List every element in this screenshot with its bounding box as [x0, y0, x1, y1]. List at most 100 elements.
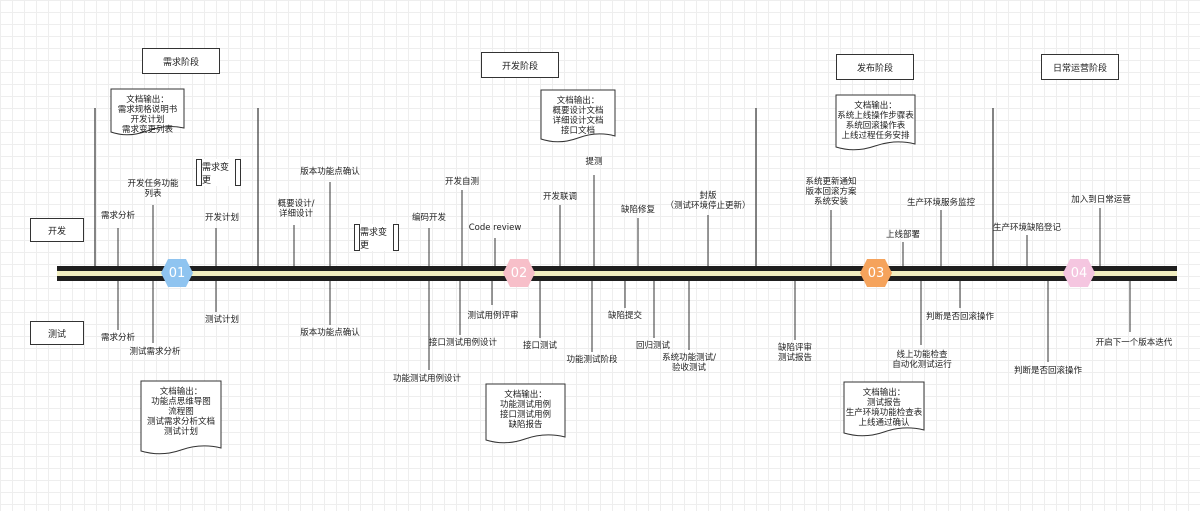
text-line: 文档输出： — [862, 388, 906, 398]
text-line: 系统安装 — [813, 197, 848, 207]
milestone-number: 04 — [1070, 265, 1088, 281]
text-line: 文档输出： — [504, 390, 547, 400]
text-line: 自动化测试运行 — [892, 360, 952, 370]
text-line: 版本回滚方案 — [805, 187, 857, 197]
phase-box-requirement: 需求阶段 — [142, 48, 220, 74]
text-line: 开启下一个版本迭代 — [1095, 338, 1173, 348]
text-line: 线上功能检查 — [896, 350, 948, 360]
test-step-label: 开启下一个版本迭代 — [1074, 338, 1194, 348]
dev-step-label: 加入到日常运营 — [1041, 195, 1161, 205]
lane-box-test: 测试 — [30, 321, 84, 345]
dev-step-label: 上线部署 — [843, 230, 963, 240]
text-line: 验收测试 — [671, 363, 706, 373]
document-output: 文档输出：测试报告生产环境功能检查表上线通过确认 — [844, 382, 924, 428]
test-step-label: 功能测试用例设计 — [367, 374, 487, 384]
text-line: 概要设计/ — [277, 199, 315, 209]
lane-box-dev: 开发 — [30, 218, 84, 242]
dev-step-label: 编码开发 — [369, 213, 489, 223]
dev-step-label: 生产环境缺陷登记 — [967, 223, 1087, 233]
text-line: 需求分析 — [100, 211, 135, 221]
text-line: 文档输出： — [126, 95, 169, 105]
text-line: 概要设计文档 — [552, 106, 604, 116]
dev-step-label: 需求分析 — [58, 211, 178, 221]
milestone-node: 03 — [860, 259, 892, 287]
text-line: 开发联调 — [542, 192, 577, 202]
milestone-node: 01 — [161, 259, 193, 287]
milestone-node: 02 — [503, 259, 535, 287]
change-box-2: 需求变更 — [354, 224, 399, 251]
text-line: 提测 — [585, 157, 603, 167]
test-step-label: 测试用例评审 — [433, 311, 553, 321]
text-line: 需求分析 — [100, 333, 135, 343]
document-output: 文档输出：需求规格说明书开发计划需求变更列表 — [111, 89, 184, 135]
milestone-node: 04 — [1063, 259, 1095, 287]
text-line: 功能测试阶段 — [566, 355, 618, 365]
text-line: 开发自测 — [444, 177, 479, 187]
test-step-label: 版本功能点确认 — [270, 328, 390, 338]
phase-label: 需求阶段 — [162, 57, 199, 68]
text-line: 功能点思维导图 — [151, 397, 211, 407]
phase-box-operation: 日常运营阶段 — [1041, 54, 1119, 80]
document-output: 文档输出：系统上线操作步骤表系统回滚操作表上线过程任务安排 — [836, 95, 915, 141]
phase-box-release: 发布阶段 — [836, 54, 914, 80]
test-step-label: 测试计划 — [162, 315, 282, 325]
document-output: 文档输出：功能点思维导图流程图测试需求分析文档测试计划 — [141, 381, 221, 437]
text-line: 系统上线操作步骤表 — [837, 111, 914, 121]
text-line: 文档输出： — [854, 101, 897, 111]
text-line: 文档输出： — [159, 387, 203, 397]
change-label: 需求变更 — [360, 227, 388, 251]
dev-step-label: 开发任务功能列表 — [93, 179, 213, 199]
test-step-label: 接口测试 — [480, 341, 600, 351]
text-line: 接口测试 — [522, 341, 557, 351]
text-line: 版本功能点确认 — [300, 167, 360, 177]
dev-step-label: 概要设计/详细设计 — [236, 199, 356, 219]
text-line: 需求规格说明书 — [117, 105, 178, 115]
test-step-label: 需求分析 — [58, 333, 178, 343]
text-line: 详细设计文档 — [552, 116, 604, 126]
phase-label: 开发阶段 — [501, 61, 538, 72]
text-line: 生产环境缺陷登记 — [992, 223, 1061, 233]
test-step-label: 功能测试阶段 — [532, 355, 652, 365]
text-line: 流程图 — [168, 407, 194, 417]
text-line: 系统回滚操作表 — [845, 121, 906, 131]
text-line: 功能测试用例 — [499, 400, 551, 410]
text-line: 测试计划 — [204, 315, 239, 325]
milestone-number: 02 — [510, 265, 528, 281]
phase-box-development: 开发阶段 — [481, 52, 559, 78]
text-line: 封版 — [699, 191, 717, 201]
document-output: 文档输出：概要设计文档详细设计文档接口文档 — [541, 90, 615, 136]
text-line: 缺陷提交 — [607, 311, 642, 321]
dev-step-label: 缺陷修复 — [578, 205, 698, 215]
text-line: 详细设计 — [278, 209, 313, 219]
text-line: Code review — [468, 223, 522, 233]
text-line: 上线通过确认 — [858, 418, 910, 428]
text-line: 上线部署 — [885, 230, 920, 240]
dev-step-label: 开发计划 — [162, 213, 282, 223]
change-label: 需求变更 — [202, 162, 230, 186]
timeline-highlight — [57, 271, 1177, 276]
dev-step-label: 生产环境服务监控 — [881, 198, 1001, 208]
test-step-label: 回归测试 — [593, 341, 713, 351]
dev-step-label: Code review — [435, 223, 555, 233]
text-line: 测试用例评审 — [467, 311, 519, 321]
text-line: 开发计划 — [130, 115, 165, 125]
text-line: 上线过程任务安排 — [841, 131, 910, 141]
text-line: 开发计划 — [204, 213, 239, 223]
text-line: 接口测试用例 — [499, 410, 551, 420]
text-line: 回归测试 — [635, 341, 670, 351]
dev-step-label: 开发自测 — [402, 177, 522, 187]
test-step-label: 系统功能测试/验收测试 — [629, 353, 749, 373]
lane-label: 开发 — [47, 226, 66, 237]
text-line: 接口测试用例设计 — [428, 338, 497, 348]
milestone-number: 01 — [168, 265, 186, 281]
text-line: 接口文档 — [560, 126, 595, 136]
text-line: 测试报告 — [866, 398, 901, 408]
text-line: 开发任务功能 — [127, 179, 179, 189]
milestone-number: 03 — [867, 265, 885, 281]
text-line: 判断是否回滚操作 — [925, 312, 994, 322]
test-step-label: 判断是否回滚操作 — [900, 312, 1020, 322]
dev-step-label: 系统更新通知版本回滚方案系统安装 — [771, 177, 891, 207]
dev-step-label: 版本功能点确认 — [270, 167, 390, 177]
dev-step-label: 提测 — [534, 157, 654, 167]
